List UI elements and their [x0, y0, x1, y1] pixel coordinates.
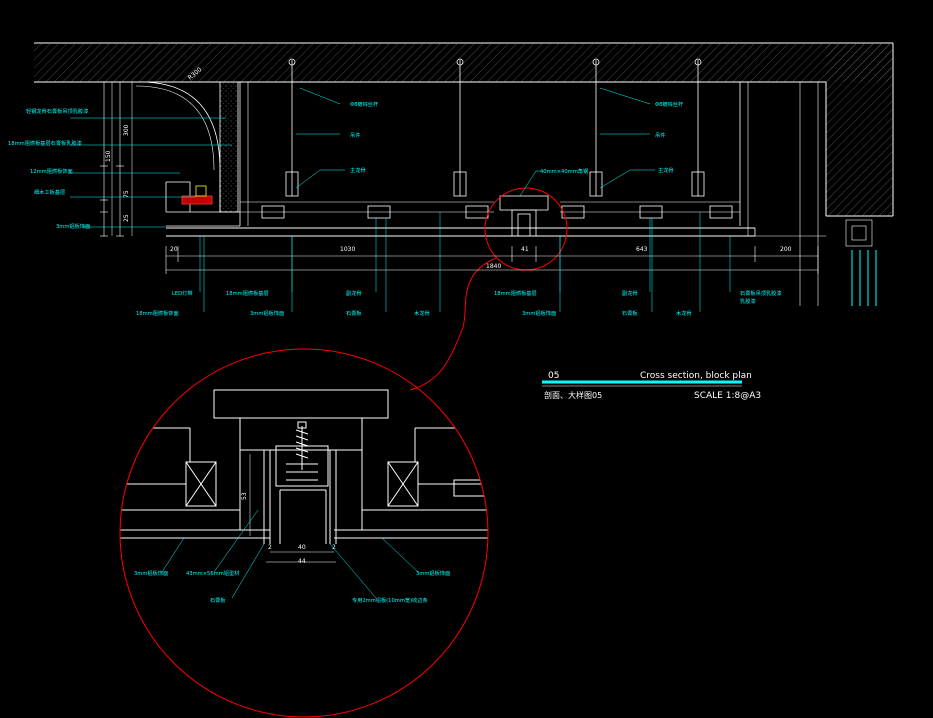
title-scale: SCALE 1:8@A3 [694, 391, 761, 401]
dimension-text: 20 1030 41 643 200 1840 150 300 75 25 R3… [105, 66, 792, 270]
detail-note-1: 3mm铝板饰面 [134, 569, 168, 577]
note-bottom-4: 18mm阻燃板基层 [494, 289, 537, 297]
note-left-3: 12mm阻燃板饰面 [30, 167, 73, 175]
dim-25: 25 [123, 214, 130, 222]
detail-note-3: 3mm铝板饰面 [416, 569, 450, 577]
note-left-2: 18mm阻燃板基层石膏板乳胶漆 [8, 139, 82, 147]
note-top-7: 主龙骨 [658, 166, 674, 174]
detail-dim-2a: 2 [268, 544, 272, 551]
note-left-5: 3mm铝板饰面 [56, 222, 90, 230]
note-bottom-2: 18mm阻燃板基层 [226, 289, 269, 297]
title-subtitle: 剖面、大样图05 [544, 390, 602, 400]
dim-200: 200 [780, 246, 792, 253]
note-bottom-14: 乳胶漆 [740, 297, 756, 305]
note-bottom-3: 副龙骨 [346, 289, 362, 297]
title-text: Cross section, block plan [640, 371, 752, 381]
note-bottom-1: LED灯带 [172, 289, 193, 297]
note-bottom-5: 副龙骨 [622, 289, 638, 297]
note-bottom-7: 18mm阻燃板饰面 [136, 309, 179, 317]
note-bottom-12: 石膏板 [622, 309, 638, 317]
note-bottom-6: 石膏板吊顶乳胶漆 [740, 289, 782, 297]
slot-profile-small [499, 195, 549, 237]
detail-callout-small [409, 187, 568, 391]
note-bottom-9: 石膏板 [346, 309, 362, 317]
dim-1840: 1840 [486, 263, 501, 270]
detail-note-2: 43mm×56mm铝型材 [186, 569, 239, 577]
detail-note-5: 专用2mm铝板(10mm宽)收边条 [352, 596, 428, 604]
detail-dim-44: 44 [298, 558, 306, 565]
detail-note-4: 石膏板 [210, 596, 226, 604]
note-left-1: 轻钢龙骨石膏板吊顶乳胶漆 [26, 107, 88, 115]
dim-75: 75 [123, 190, 130, 198]
note-top-2: 吊件 [350, 131, 360, 139]
dim-41: 41 [521, 246, 529, 253]
note-bottom-11: 3mm铝板饰面 [522, 309, 556, 317]
note-bottom-8: 3mm铝板饰面 [250, 309, 284, 317]
detail-dim-2b: 2 [332, 544, 336, 551]
dimension-lines [100, 81, 819, 274]
ceiling-boards [166, 82, 756, 237]
note-bottom-10: 木龙骨 [414, 309, 430, 317]
dim-20-left: 20 [170, 246, 178, 253]
dim-300: 300 [123, 124, 130, 136]
title-block: 05 Cross section, block plan 剖面、大样图05 SC… [542, 371, 761, 401]
note-left-4: 细木工板基层 [34, 188, 65, 196]
hanger-rods [261, 58, 733, 219]
note-top-5: Φ8镀锌丝杆 [655, 100, 683, 108]
dim-643: 643 [636, 246, 648, 253]
detail-dim-40: 40 [298, 544, 306, 551]
dim-1030: 1030 [340, 246, 355, 253]
note-bottom-13: 木龙骨 [676, 309, 692, 317]
title-number: 05 [548, 371, 559, 381]
concrete-slab [34, 42, 894, 217]
note-top-3: 主龙骨 [350, 166, 366, 174]
leader-lines [70, 87, 731, 312]
detail-enlarged: 53 40 44 2 2 3mm铝板饰面 43mm×56mm铝型材 3mm铝板饰… [119, 348, 489, 718]
annotations: 轻钢龙骨石膏板吊顶乳胶漆 18mm阻燃板基层石膏板乳胶漆 12mm阻燃板饰面 细… [8, 100, 782, 317]
note-top-4: 40mm×40mm角钢 [540, 167, 588, 175]
note-top-1: Φ8镀锌丝杆 [350, 100, 378, 108]
dim-150: 150 [105, 150, 112, 162]
note-top-6: 吊件 [655, 131, 665, 139]
detail-dim-53: 53 [241, 492, 248, 500]
left-cove [111, 81, 240, 236]
